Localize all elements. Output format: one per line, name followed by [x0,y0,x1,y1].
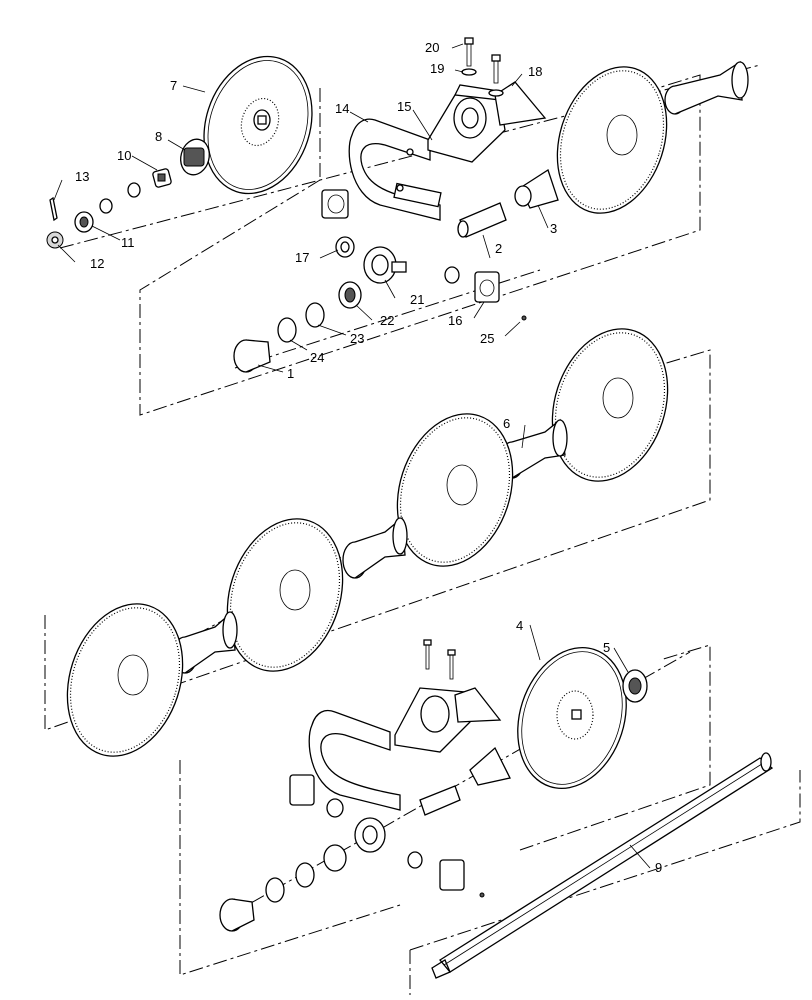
lower-ring-2 [265,877,285,903]
callout-15: 15 [397,99,411,114]
washer [99,198,113,214]
ring-24 [277,317,297,343]
callout-6: 6 [503,416,510,431]
upper-assembly-boundary [139,74,701,416]
callout-10: 10 [117,148,131,163]
upper-spool [664,60,749,115]
lower-bracket [394,639,502,753]
leader-lines [53,43,651,869]
shaft-9 [431,752,774,979]
ring-23 [305,302,325,328]
bushing-17 [335,236,355,258]
sleeve-2 [457,202,507,238]
callout-3: 3 [550,221,557,236]
cap-1 [233,339,271,373]
callout-4: 4 [516,618,523,633]
plate-18 [494,81,547,126]
callout-1: 1 [287,366,294,381]
washer-small [444,266,460,284]
lower-grease-fitting [479,892,485,898]
shaft-boundary [409,770,801,995]
frame-14 [348,118,442,221]
callout-22: 22 [380,313,394,328]
lower-housing-right [439,859,465,891]
callout-11: 11 [121,235,135,250]
disc-4 [517,647,627,789]
lower-bearing-2 [323,844,347,872]
callout-12: 12 [90,256,104,271]
callout-16: 16 [448,313,462,328]
lower-sleeve [419,785,461,816]
callout-9: 9 [655,860,662,875]
grease-fitting-25 [521,315,527,321]
upper-axis-lower [234,269,541,369]
middle-disc-2 [396,413,514,567]
lower-cap [219,898,255,932]
middle-disc-left [66,603,184,757]
callout-20: 20 [425,40,439,55]
washer-10 [152,168,172,188]
middle-disc-right [551,328,669,482]
lower-washer [407,851,423,869]
housing-16 [474,271,500,303]
cotter-pin-13 [49,196,58,222]
castle-nut-12 [46,231,64,249]
lower-housing-left [289,774,315,806]
disc-7 [203,55,313,195]
lower-frame [308,709,401,811]
callout-18: 18 [528,64,542,79]
flange-8 [180,138,210,176]
upper-right-disc [556,66,668,214]
cone-3 [514,169,559,209]
middle-assembly-boundary [44,349,711,731]
lower-bushing [326,798,344,818]
callout-23: 23 [350,331,364,346]
lower-cone [469,746,511,786]
bearing-21 [363,246,407,284]
flange-5 [622,669,648,703]
bolt-20 [461,37,477,76]
callout-5: 5 [603,640,610,655]
callout-19: 19 [430,61,444,76]
housing-left [321,189,349,219]
callout-2: 2 [495,241,502,256]
callout-7: 7 [170,78,177,93]
callout-25: 25 [480,331,494,346]
callout-14: 14 [335,101,349,116]
washer [127,182,141,198]
bearing-22 [338,281,362,309]
bracket-15 [427,84,507,163]
bolt-right [488,54,504,97]
callout-21: 21 [410,292,424,307]
nut-11 [74,211,94,233]
callout-24: 24 [310,350,324,365]
middle-spool-2 [342,516,408,579]
middle-disc-3 [226,518,344,672]
callout-13: 13 [75,169,89,184]
callout-17: 17 [295,250,309,265]
callout-labels: 20 19 18 7 14 15 8 10 13 3 11 2 17 12 21… [75,40,662,875]
callout-8: 8 [155,129,162,144]
lower-bearing [354,817,386,853]
lower-ring [295,862,315,888]
lower-assembly-boundary [179,644,711,976]
